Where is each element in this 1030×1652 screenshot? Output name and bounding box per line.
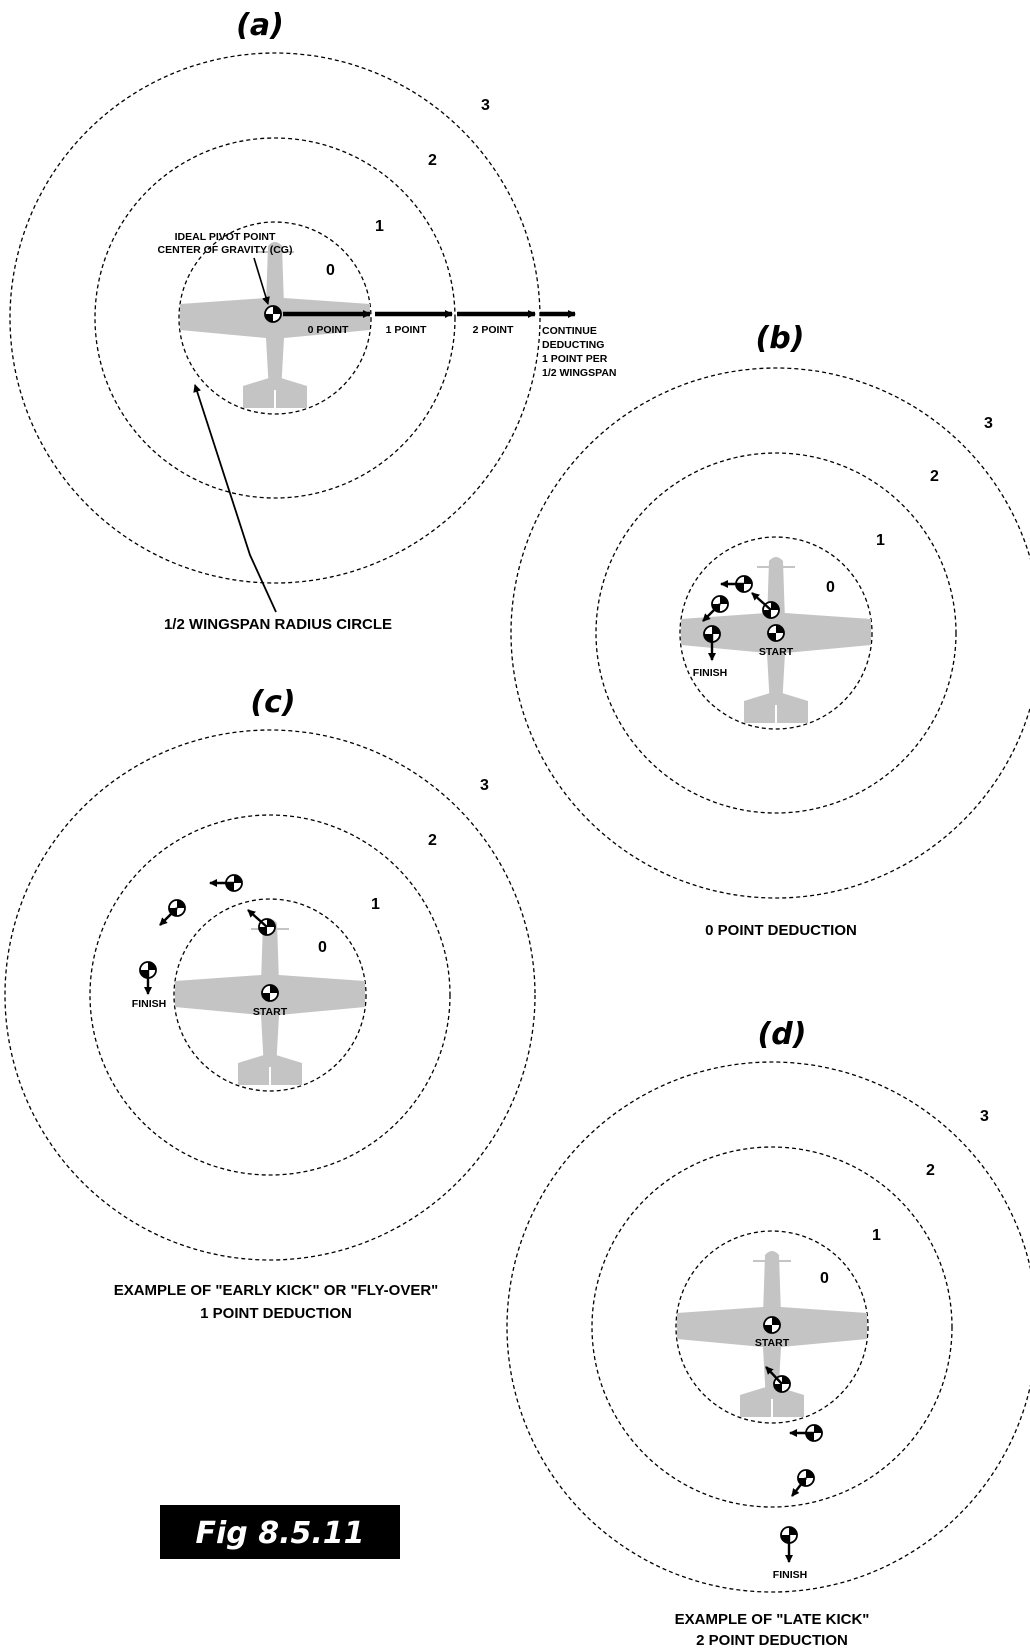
ring-3 [510, 367, 1030, 899]
ring-2 [595, 452, 957, 814]
cg-symbol-icon [264, 305, 282, 323]
ring-number-3: 3 [481, 97, 490, 114]
ring-number-2: 2 [930, 468, 939, 485]
ring-3 [506, 1061, 1030, 1593]
ring-number-0: 0 [820, 1270, 829, 1287]
pivot-pointer-arrow [253, 257, 270, 305]
continue-label-2: DEDUCTING [542, 339, 604, 351]
cg-symbol-icon [767, 624, 785, 642]
arrow-label-2: 2 POINT [473, 324, 514, 336]
panel-d-label: (d) [758, 1017, 807, 1052]
ring-1 [679, 536, 873, 730]
start-label: START [253, 1006, 288, 1018]
continue-label-1: CONTINUE [542, 325, 597, 337]
ring-1 [173, 898, 367, 1092]
ring-1 [178, 221, 372, 415]
pivot-direction-arrow [247, 909, 268, 928]
ring-number-0: 0 [326, 262, 335, 279]
ring-number-1: 1 [872, 1227, 881, 1244]
ring-number-3: 3 [480, 777, 489, 794]
start-label: START [755, 1337, 790, 1349]
panel-b-label: (b) [756, 321, 805, 356]
continue-label-3: 1 POINT PER [542, 353, 608, 365]
aircraft-silhouette [174, 918, 366, 1086]
pivot-direction-arrow [159, 907, 178, 926]
start-label: START [759, 646, 794, 658]
pivot-direction-arrow [791, 1477, 807, 1497]
pivot-direction-arrow [751, 592, 772, 611]
panel-c-caption-line2: 1 POINT DEDUCTION [200, 1305, 352, 1322]
radius-pointer-arrow [193, 384, 277, 613]
cg-symbol-icon [763, 1316, 781, 1334]
pivot-label-line2: CENTER OF GRAVITY (CG) [158, 244, 293, 256]
panel-c-caption-line1: EXAMPLE OF "EARLY KICK" OR "FLY-OVER" [114, 1282, 439, 1299]
panel-a-label: (a) [236, 8, 284, 43]
ring-number-3: 3 [980, 1108, 989, 1125]
aircraft-silhouette [676, 1250, 868, 1418]
ring-number-2: 2 [926, 1162, 935, 1179]
panel-d-caption-line2: 2 POINT DEDUCTION [696, 1632, 848, 1649]
finish-label: FINISH [693, 667, 727, 679]
panel-b: (b) 0 1 2 3 START FINISH 0 POINT DEDUCTI… [510, 321, 1030, 939]
ring-2 [591, 1146, 953, 1508]
pivot-direction-arrow [702, 603, 721, 622]
panel-a: (a) 0 1 2 3 IDEAL PIVOT POINT CENTER OF … [9, 8, 616, 633]
ring-number-1: 1 [876, 532, 885, 549]
cg-symbol-icon [261, 984, 279, 1002]
finish-label: FINISH [132, 998, 166, 1010]
figure-label-text: Fig 8.5.11 [196, 1516, 365, 1551]
ring-number-3: 3 [984, 415, 993, 432]
ring-number-0: 0 [826, 579, 835, 596]
arrow-label-1: 1 POINT [386, 324, 427, 336]
pivot-label-line1: IDEAL PIVOT POINT [175, 231, 276, 243]
ring-1 [675, 1230, 869, 1424]
panel-c-label: (c) [250, 685, 295, 720]
ring-3 [9, 52, 541, 584]
ring-2 [89, 814, 451, 1176]
radius-caption: 1/2 WINGSPAN RADIUS CIRCLE [164, 616, 392, 633]
figure-label: Fig 8.5.11 [160, 1505, 400, 1559]
panel-d: (d) 0 1 2 3 START FINISH EXAMPLE OF "LAT… [506, 1017, 1030, 1649]
ring-number-1: 1 [371, 896, 380, 913]
ring-number-2: 2 [428, 832, 437, 849]
ring-number-1: 1 [375, 218, 384, 235]
arrow-label-0: 0 POINT [308, 324, 349, 336]
pivot-direction-arrow [765, 1366, 783, 1385]
panel-c: (c) 0 1 2 3 START FINISH EXAMPLE OF "EAR… [4, 685, 536, 1322]
panel-b-caption: 0 POINT DEDUCTION [705, 922, 857, 939]
panel-d-caption-line1: EXAMPLE OF "LATE KICK" [675, 1611, 870, 1628]
finish-label: FINISH [773, 1569, 807, 1581]
ring-number-0: 0 [318, 939, 327, 956]
figure-label-box [160, 1505, 400, 1559]
continue-label-4: 1/2 WINGSPAN [542, 367, 616, 379]
ring-number-2: 2 [428, 152, 437, 169]
ring-3 [4, 729, 536, 1261]
ring-2 [94, 137, 456, 499]
